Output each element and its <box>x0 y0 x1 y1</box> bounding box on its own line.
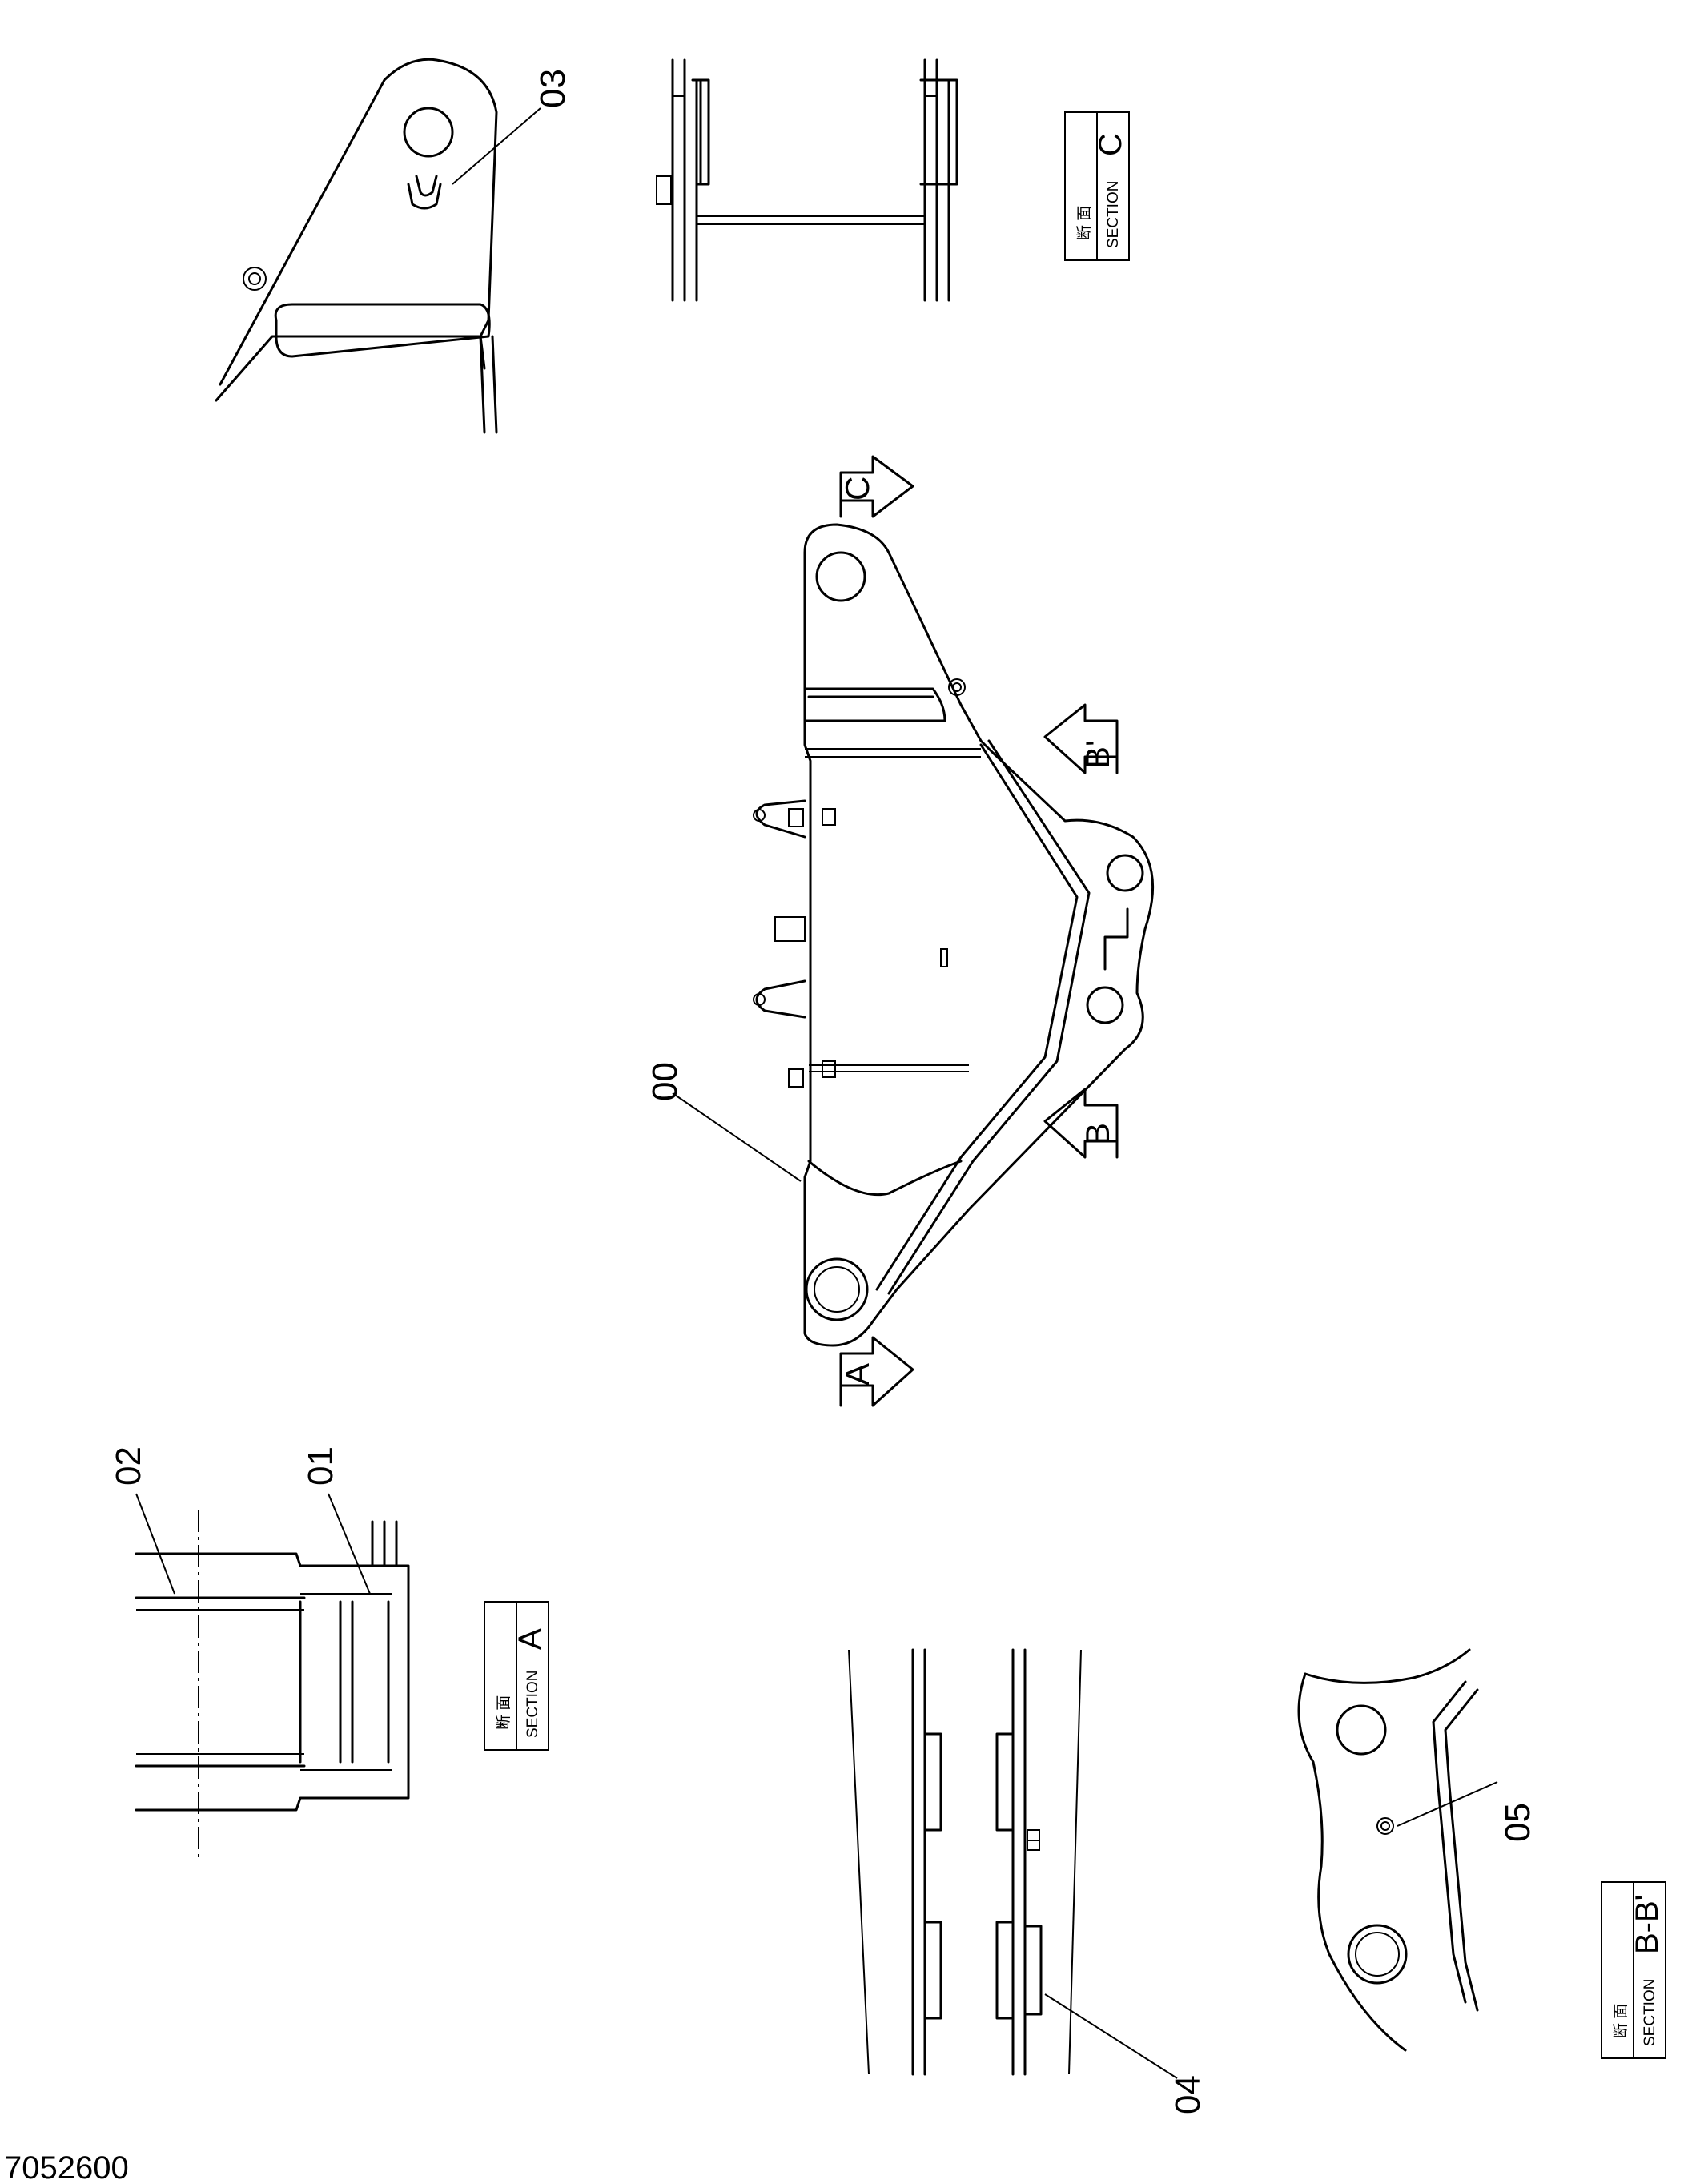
view-arrow-c-label: C <box>838 477 876 501</box>
section-box-bb-kanji: 断 面 <box>1612 2004 1630 2038</box>
section-box-c-letter: C <box>1093 133 1128 156</box>
view-arrow-b-prime: B' <box>1043 703 1119 774</box>
view-arrow-a-label: A <box>838 1363 876 1386</box>
part-label-02: 02 <box>109 1446 175 1595</box>
section-box-c-kanji: 断 面 <box>1075 206 1093 240</box>
section-box-a: 断 面 SECTION A <box>484 1601 549 1751</box>
part-label-04: 04 04 <box>1044 1993 1208 2114</box>
section-box-c-section: SECTION <box>1105 181 1122 248</box>
view-arrow-b-prime-label: B' <box>1079 740 1116 769</box>
view-arrow-a: A <box>838 1336 914 1407</box>
part-label-03: 03 <box>452 69 573 185</box>
part-label-05: 05 <box>1397 1781 1537 1842</box>
view-arrow-c: C <box>838 455 914 518</box>
svg-text:05: 05 <box>1498 1803 1537 1842</box>
part-label-00: 00 <box>645 1062 802 1182</box>
section-bb-view <box>1297 1648 1479 2052</box>
svg-text:01: 01 <box>301 1446 340 1486</box>
part-label-01: 00 00 01 <box>301 1446 371 1595</box>
section-c-side-view <box>215 58 498 434</box>
section-box-bb-letter: B-B' <box>1630 1895 1665 1954</box>
section-c-end-view <box>656 58 958 302</box>
section-box-a-kanji: 断 面 <box>495 1695 512 1730</box>
svg-text:00: 00 <box>645 1062 685 1101</box>
section-box-bb-section: SECTION <box>1642 1979 1658 2046</box>
document-number: 7052600 <box>4 2150 129 2184</box>
section-box-bb: 断 面 SECTION B-B' <box>1601 1881 1666 2059</box>
section-box-a-section: SECTION <box>524 1671 541 1738</box>
section-b-side-view <box>848 1648 1082 2076</box>
view-arrow-b-label: B <box>1079 1123 1116 1145</box>
section-box-a-letter: A <box>512 1628 548 1650</box>
view-arrow-b: B <box>1043 1088 1119 1159</box>
section-box-c: 断 面 SECTION C <box>1064 111 1130 261</box>
main-boom-view <box>753 523 1155 1347</box>
svg-text:04: 04 <box>1168 2075 1208 2114</box>
svg-text:03: 03 <box>533 69 573 108</box>
section-a-view <box>135 1510 410 1862</box>
svg-text:02: 02 <box>109 1446 148 1486</box>
